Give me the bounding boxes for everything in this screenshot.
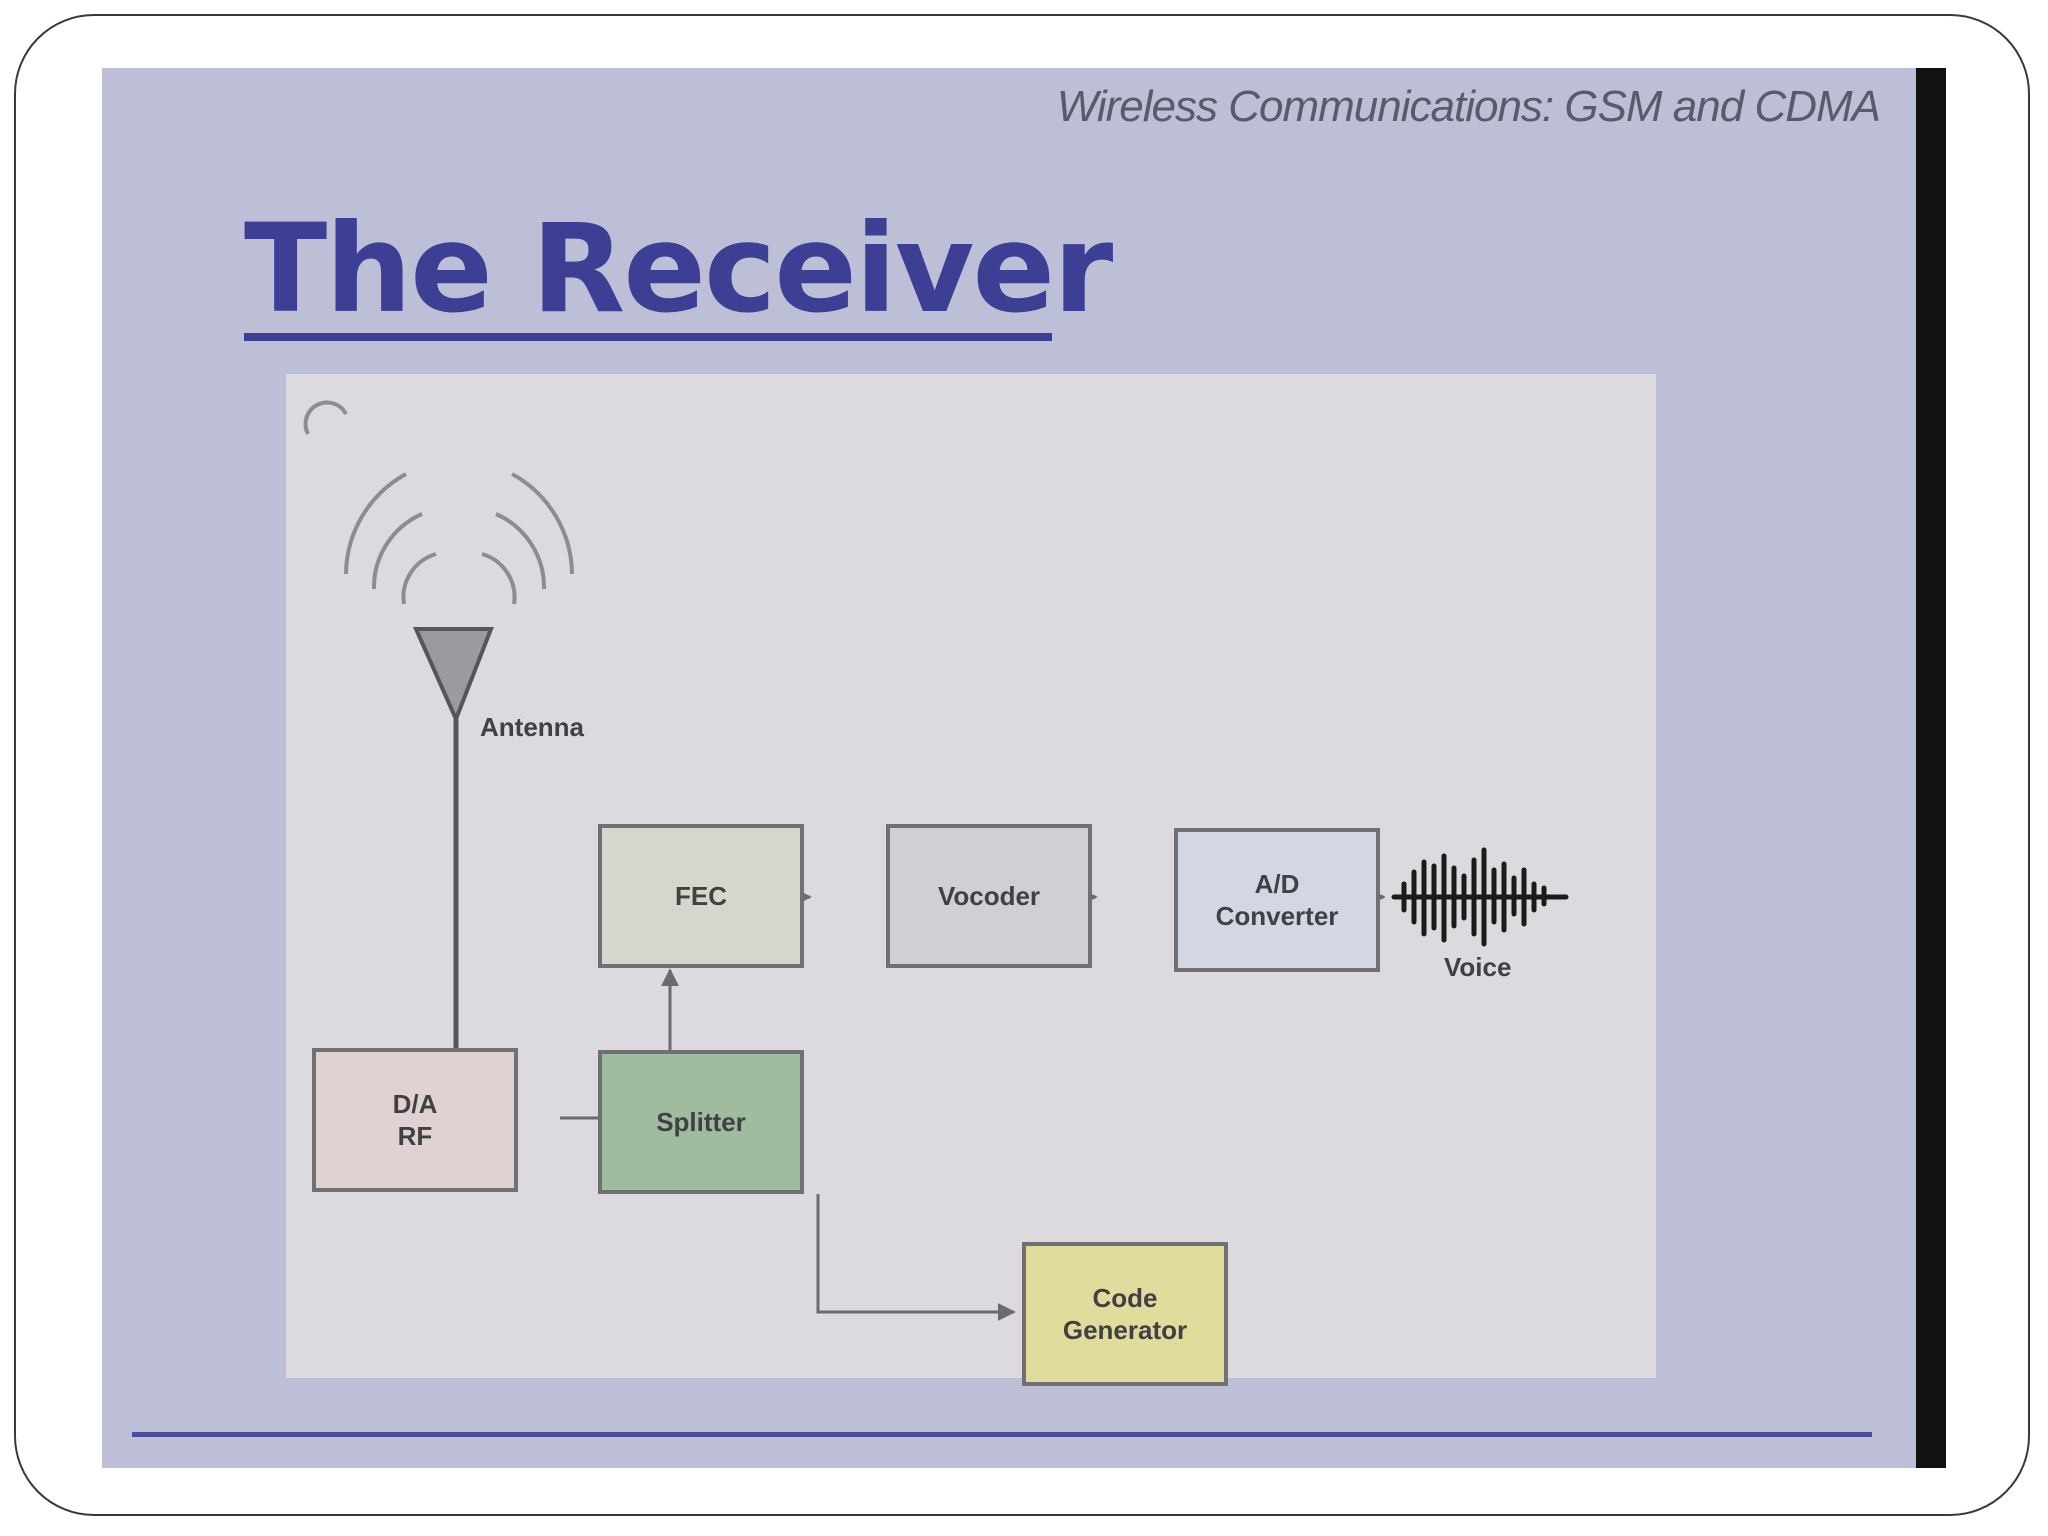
video-edge-bar (1916, 68, 1946, 1468)
slide-title: The Receiver (244, 198, 1113, 340)
antenna-label: Antenna (480, 712, 584, 742)
receiver-diagram: Antenna Voice FEC Vocoder A/D Converter … (286, 374, 1656, 1386)
ad-converter-block: A/D Converter (1174, 828, 1380, 972)
vocoder-block: Vocoder (886, 824, 1092, 968)
voice-waveform-icon (1391, 847, 1569, 947)
footer-divider (132, 1432, 1872, 1437)
voice-label: Voice (1444, 952, 1512, 982)
title-underline (244, 333, 1052, 341)
antenna-icon (412, 627, 494, 1050)
code-generator-block: Code Generator (1022, 1242, 1228, 1386)
course-header: Wireless Communications: GSM and CDMA (1056, 82, 1881, 131)
splitter-block: Splitter (598, 1050, 804, 1194)
da-rf-block: D/A RF (312, 1048, 518, 1192)
arrow-splitter-codegen (816, 1194, 1016, 1321)
radio-waves-icon (303, 400, 574, 605)
diagram-wires (303, 400, 1569, 1321)
fec-block: FEC (598, 824, 804, 968)
slide: Wireless Communications: GSM and CDMA Th… (102, 68, 1946, 1468)
